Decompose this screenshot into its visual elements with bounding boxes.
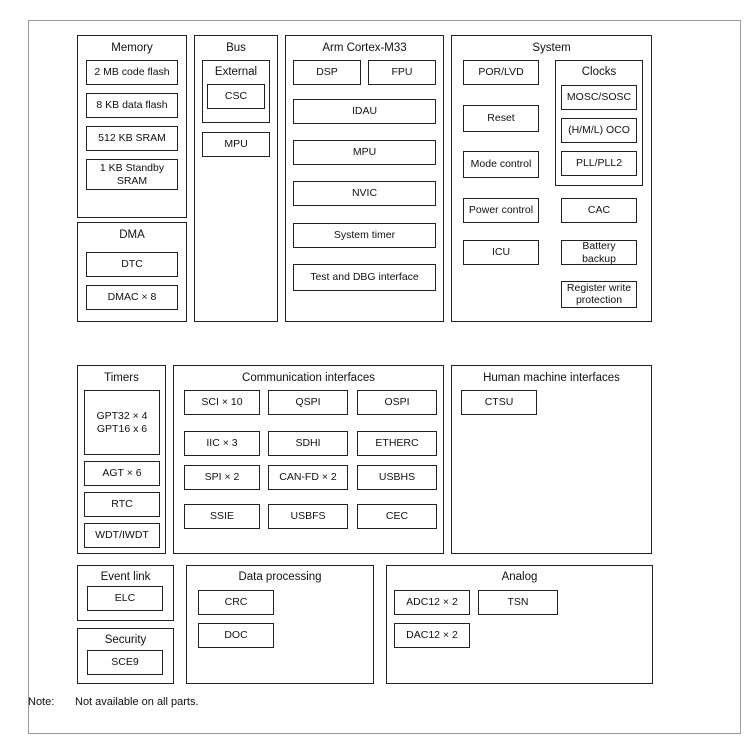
sce9-block: SCE9: [87, 650, 163, 675]
register-write-protection-block: Register write protection: [561, 281, 637, 308]
idau-block: IDAU: [293, 99, 436, 124]
fpu-block: FPU: [368, 60, 436, 85]
mode-control-block: Mode control: [463, 151, 539, 178]
doc-block: DOC: [198, 623, 274, 648]
test-dbg-block: Test and DBG interface: [293, 264, 436, 291]
wdt-iwdt-block: WDT/IWDT: [84, 523, 160, 548]
reset-block: Reset: [463, 105, 539, 132]
bus-title: Bus: [226, 42, 246, 54]
standby-sram-block: 1 KB Standby SRAM: [86, 159, 178, 190]
memory-title: Memory: [111, 42, 153, 54]
diagram-frame: [28, 20, 741, 734]
dsp-block: DSP: [293, 60, 361, 85]
tsn-block: TSN: [478, 590, 558, 615]
gpt-block: GPT32 × 4 GPT16 x 6: [84, 390, 160, 455]
power-control-block: Power control: [463, 198, 539, 223]
cpu-mpu-block: MPU: [293, 140, 436, 165]
code-flash-block: 2 MB code flash: [86, 60, 178, 85]
system-title: System: [532, 42, 571, 54]
cac-block: CAC: [561, 198, 637, 223]
bus-external-title: External: [214, 66, 258, 78]
cec-block: CEC: [357, 504, 437, 529]
data-flash-block: 8 KB data flash: [86, 93, 178, 118]
security-title: Security: [104, 634, 147, 646]
dma-title: DMA: [119, 229, 145, 241]
crc-block: CRC: [198, 590, 274, 615]
csc-block: CSC: [207, 84, 265, 109]
dtc-block: DTC: [86, 252, 178, 277]
hmi-title: Human machine interfaces: [483, 372, 620, 384]
analog-title: Analog: [501, 571, 538, 583]
oco-block: (H/M/L) OCO: [561, 118, 637, 143]
battery-backup-block: Battery backup: [561, 240, 637, 265]
sdhi-block: SDHI: [268, 431, 348, 456]
sci-block: SCI × 10: [184, 390, 260, 415]
dmac-block: DMAC × 8: [86, 285, 178, 310]
usbhs-block: USBHS: [357, 465, 437, 490]
spi-block: SPI × 2: [184, 465, 260, 490]
adc12-block: ADC12 × 2: [394, 590, 470, 615]
bus-mpu-block: MPU: [202, 132, 270, 157]
elc-block: ELC: [87, 586, 163, 611]
agt-block: AGT × 6: [84, 461, 160, 486]
comm-title: Communication interfaces: [242, 372, 375, 384]
event-link-title: Event link: [100, 571, 151, 583]
dac12-block: DAC12 × 2: [394, 623, 470, 648]
ospi-block: OSPI: [357, 390, 437, 415]
note-label: Note:: [28, 696, 55, 708]
rtc-block: RTC: [84, 492, 160, 517]
mosc-sosc-block: MOSC/SOSC: [561, 85, 637, 110]
pll-block: PLL/PLL2: [561, 151, 637, 176]
cpu-title: Arm Cortex-M33: [322, 42, 407, 54]
ctsu-block: CTSU: [461, 390, 537, 415]
data-processing-title: Data processing: [238, 571, 322, 583]
nvic-block: NVIC: [293, 181, 436, 206]
clocks-title: Clocks: [581, 66, 617, 78]
timers-title: Timers: [104, 372, 139, 384]
note-text: Not available on all parts.: [75, 696, 199, 708]
icu-block: ICU: [463, 240, 539, 265]
por-lvd-block: POR/LVD: [463, 60, 539, 85]
usbfs-block: USBFS: [268, 504, 348, 529]
qspi-block: QSPI: [268, 390, 348, 415]
system-timer-block: System timer: [293, 223, 436, 248]
etherc-block: ETHERC: [357, 431, 437, 456]
sram-block: 512 KB SRAM: [86, 126, 178, 151]
ssie-block: SSIE: [184, 504, 260, 529]
iic-block: IIC × 3: [184, 431, 260, 456]
canfd-block: CAN-FD × 2: [268, 465, 348, 490]
